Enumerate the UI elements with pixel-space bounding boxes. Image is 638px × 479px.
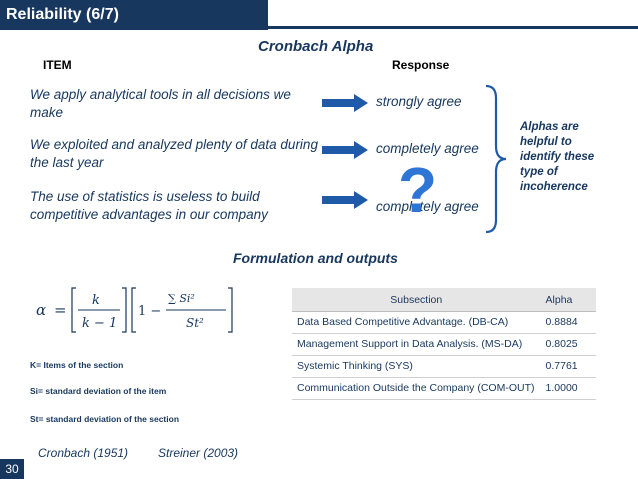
table-row: Data Based Competitive Advantage. (DB-CA… <box>292 311 596 334</box>
title-underline <box>268 26 638 29</box>
formula-one-minus: 1 − <box>138 304 161 319</box>
alpha-note: Alphas are helpful to identify these typ… <box>520 121 595 193</box>
definition-st: St= standard deviation of the section <box>30 414 180 424</box>
alpha-cell: 0.8884 <box>540 311 596 334</box>
item-2-response: completely agree <box>376 141 479 156</box>
reference-streiner: Streiner (2003) <box>158 446 239 460</box>
definition-si: Si= standard deviation of the item <box>30 386 167 396</box>
subsection-cell: Communication Outside the Company (COM-O… <box>292 377 541 400</box>
table-row: Communication Outside the Company (COM-O… <box>292 377 596 400</box>
alpha-cell: 0.7761 <box>540 355 596 378</box>
subsection-cell: Management Support in Data Analysis. (MS… <box>292 333 541 356</box>
table-header-row: Subsection Alpha <box>292 288 596 312</box>
item-2-text: We exploited and analyzed plenty of data… <box>30 137 318 170</box>
formulation-heading: Formulation and outputs <box>233 250 398 266</box>
definition-k: K= Items of the section <box>30 360 124 370</box>
formula-sum: ∑ Si² <box>168 292 195 305</box>
alpha-cell: 0.8025 <box>540 333 596 356</box>
arrow-right-icon <box>322 141 368 159</box>
formula-equals: = <box>54 301 67 319</box>
page-number: 30 <box>0 459 24 479</box>
arrow-right-icon <box>322 191 368 209</box>
cronbach-alpha-formula: α = k k − 1 1 − ∑ Si² St² <box>36 287 233 333</box>
response-column-header: Response <box>392 58 450 72</box>
item-3-response: completely agree <box>376 199 479 214</box>
alpha-cell: 1.0000 <box>540 377 596 400</box>
question-mark-icon: ? <box>398 154 438 226</box>
alpha-header: Alpha <box>540 288 596 312</box>
subsection-header: Subsection <box>292 288 541 312</box>
formula-alpha: α <box>36 301 46 319</box>
reference-cronbach: Cronbach (1951) <box>38 446 129 460</box>
slide-title: Reliability (6/7) <box>0 0 268 30</box>
cronbach-alpha-heading: Cronbach Alpha <box>258 38 374 55</box>
formula-k-minus-1: k − 1 <box>82 316 117 331</box>
item-column-header: ITEM <box>43 58 72 72</box>
subsection-cell: Data Based Competitive Advantage. (DB-CA… <box>292 311 541 334</box>
formula-denominator: St² <box>186 316 204 330</box>
table-row: Management Support in Data Analysis. (MS… <box>292 333 596 356</box>
item-3-text: The use of statistics is useless to buil… <box>30 189 268 222</box>
alpha-results-table: Subsection Alpha Data Based Competitive … <box>292 288 596 400</box>
right-brace-icon <box>485 84 507 234</box>
table-row: Systemic Thinking (SYS) 0.7761 <box>292 355 596 378</box>
formula-k: k <box>92 293 100 308</box>
item-1-response: strongly agree <box>376 94 462 109</box>
arrow-right-icon <box>322 94 368 112</box>
item-1-text: We apply analytical tools in all decisio… <box>30 87 291 120</box>
subsection-cell: Systemic Thinking (SYS) <box>292 355 541 378</box>
